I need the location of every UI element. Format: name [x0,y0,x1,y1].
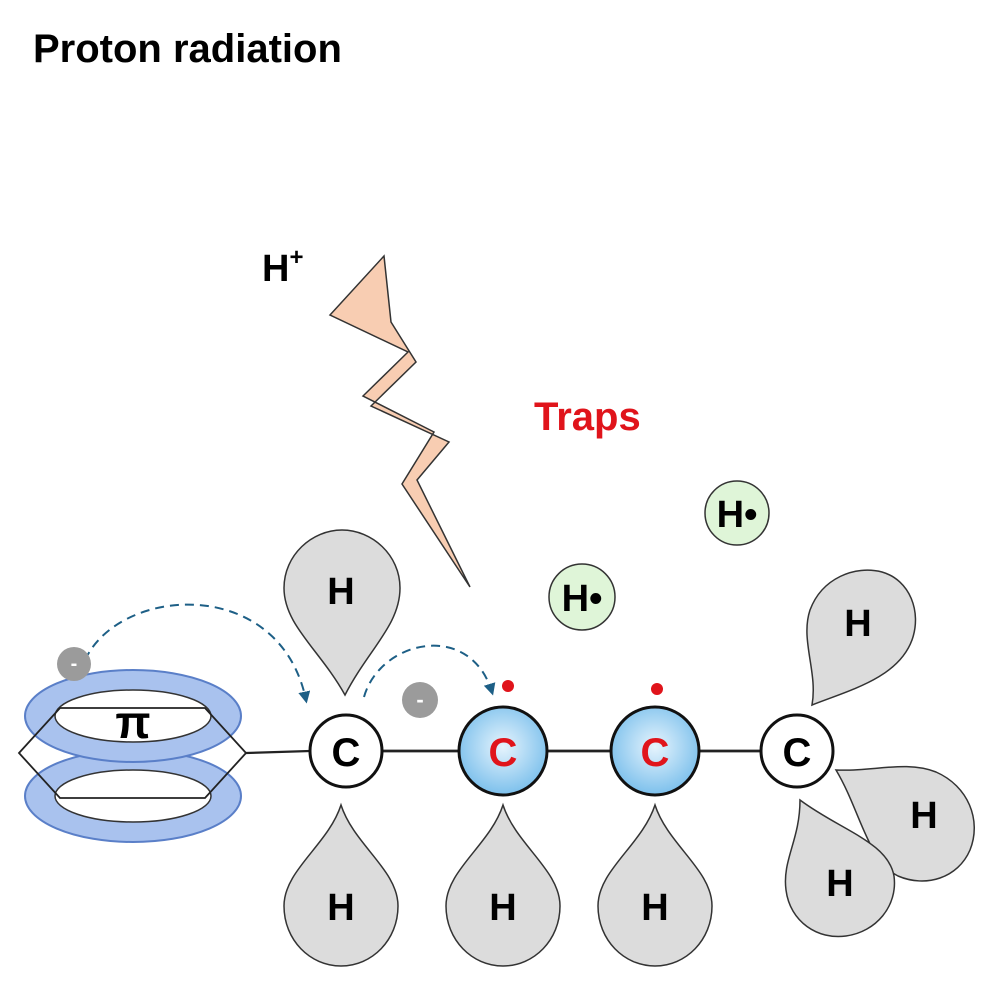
radical-dot [651,683,663,695]
trapped-hydrogen-1: H• [704,480,770,546]
hydrogen-right-c4: H [834,765,975,882]
svg-text:H: H [327,571,354,613]
carbon-atom-3-radical: C [609,683,701,797]
hydrogen-lower-c4: H [784,798,896,938]
svg-text:H: H [489,887,516,929]
hydrogen-bottom-c2: H [445,802,561,967]
page-title: Proton radiation [33,27,342,71]
electron-on-ring: - [57,647,91,681]
trapped-hydrogen-label: H• [717,494,758,536]
proton-charge: + [289,244,303,271]
hydrogen-bottom-c1: H [283,802,399,967]
electron-transfer-arrow-1 [84,603,311,704]
pi-label: π [115,696,150,748]
traps-label: Traps [534,395,641,439]
svg-text:-: - [71,653,78,675]
svg-text:H: H [826,863,853,905]
svg-text:C: C [332,731,361,775]
trapped-hydrogen-label: H• [562,578,603,620]
svg-text:C: C [641,731,670,775]
svg-text:H: H [327,887,354,929]
carbon-atom-1: C [308,713,384,789]
svg-text:-: - [416,687,423,712]
radical-dot [502,680,514,692]
svg-text:C: C [489,731,518,775]
electron-free: - [402,682,438,718]
hydrogen-upper-c4: H [806,569,917,707]
proton-label: H+ [262,244,303,290]
carbon-atom-4: C [759,713,835,789]
pi-ring-system: π [17,669,248,843]
electron-transfer-arrow-2 [363,644,496,698]
lightning-bolt-icon [328,254,471,588]
bond-ring-c1 [245,749,311,755]
proton-symbol: H [262,248,289,290]
svg-text:C: C [783,731,812,775]
hydrogen-bottom-c3: H [597,802,713,967]
trapped-hydrogen-2: H• [548,563,616,631]
svg-text:H: H [641,887,668,929]
carbon-atom-2-radical: C [457,680,549,797]
svg-text:H: H [844,603,871,645]
svg-text:H: H [910,795,937,837]
hydrogen-top-c1: H [283,529,401,697]
